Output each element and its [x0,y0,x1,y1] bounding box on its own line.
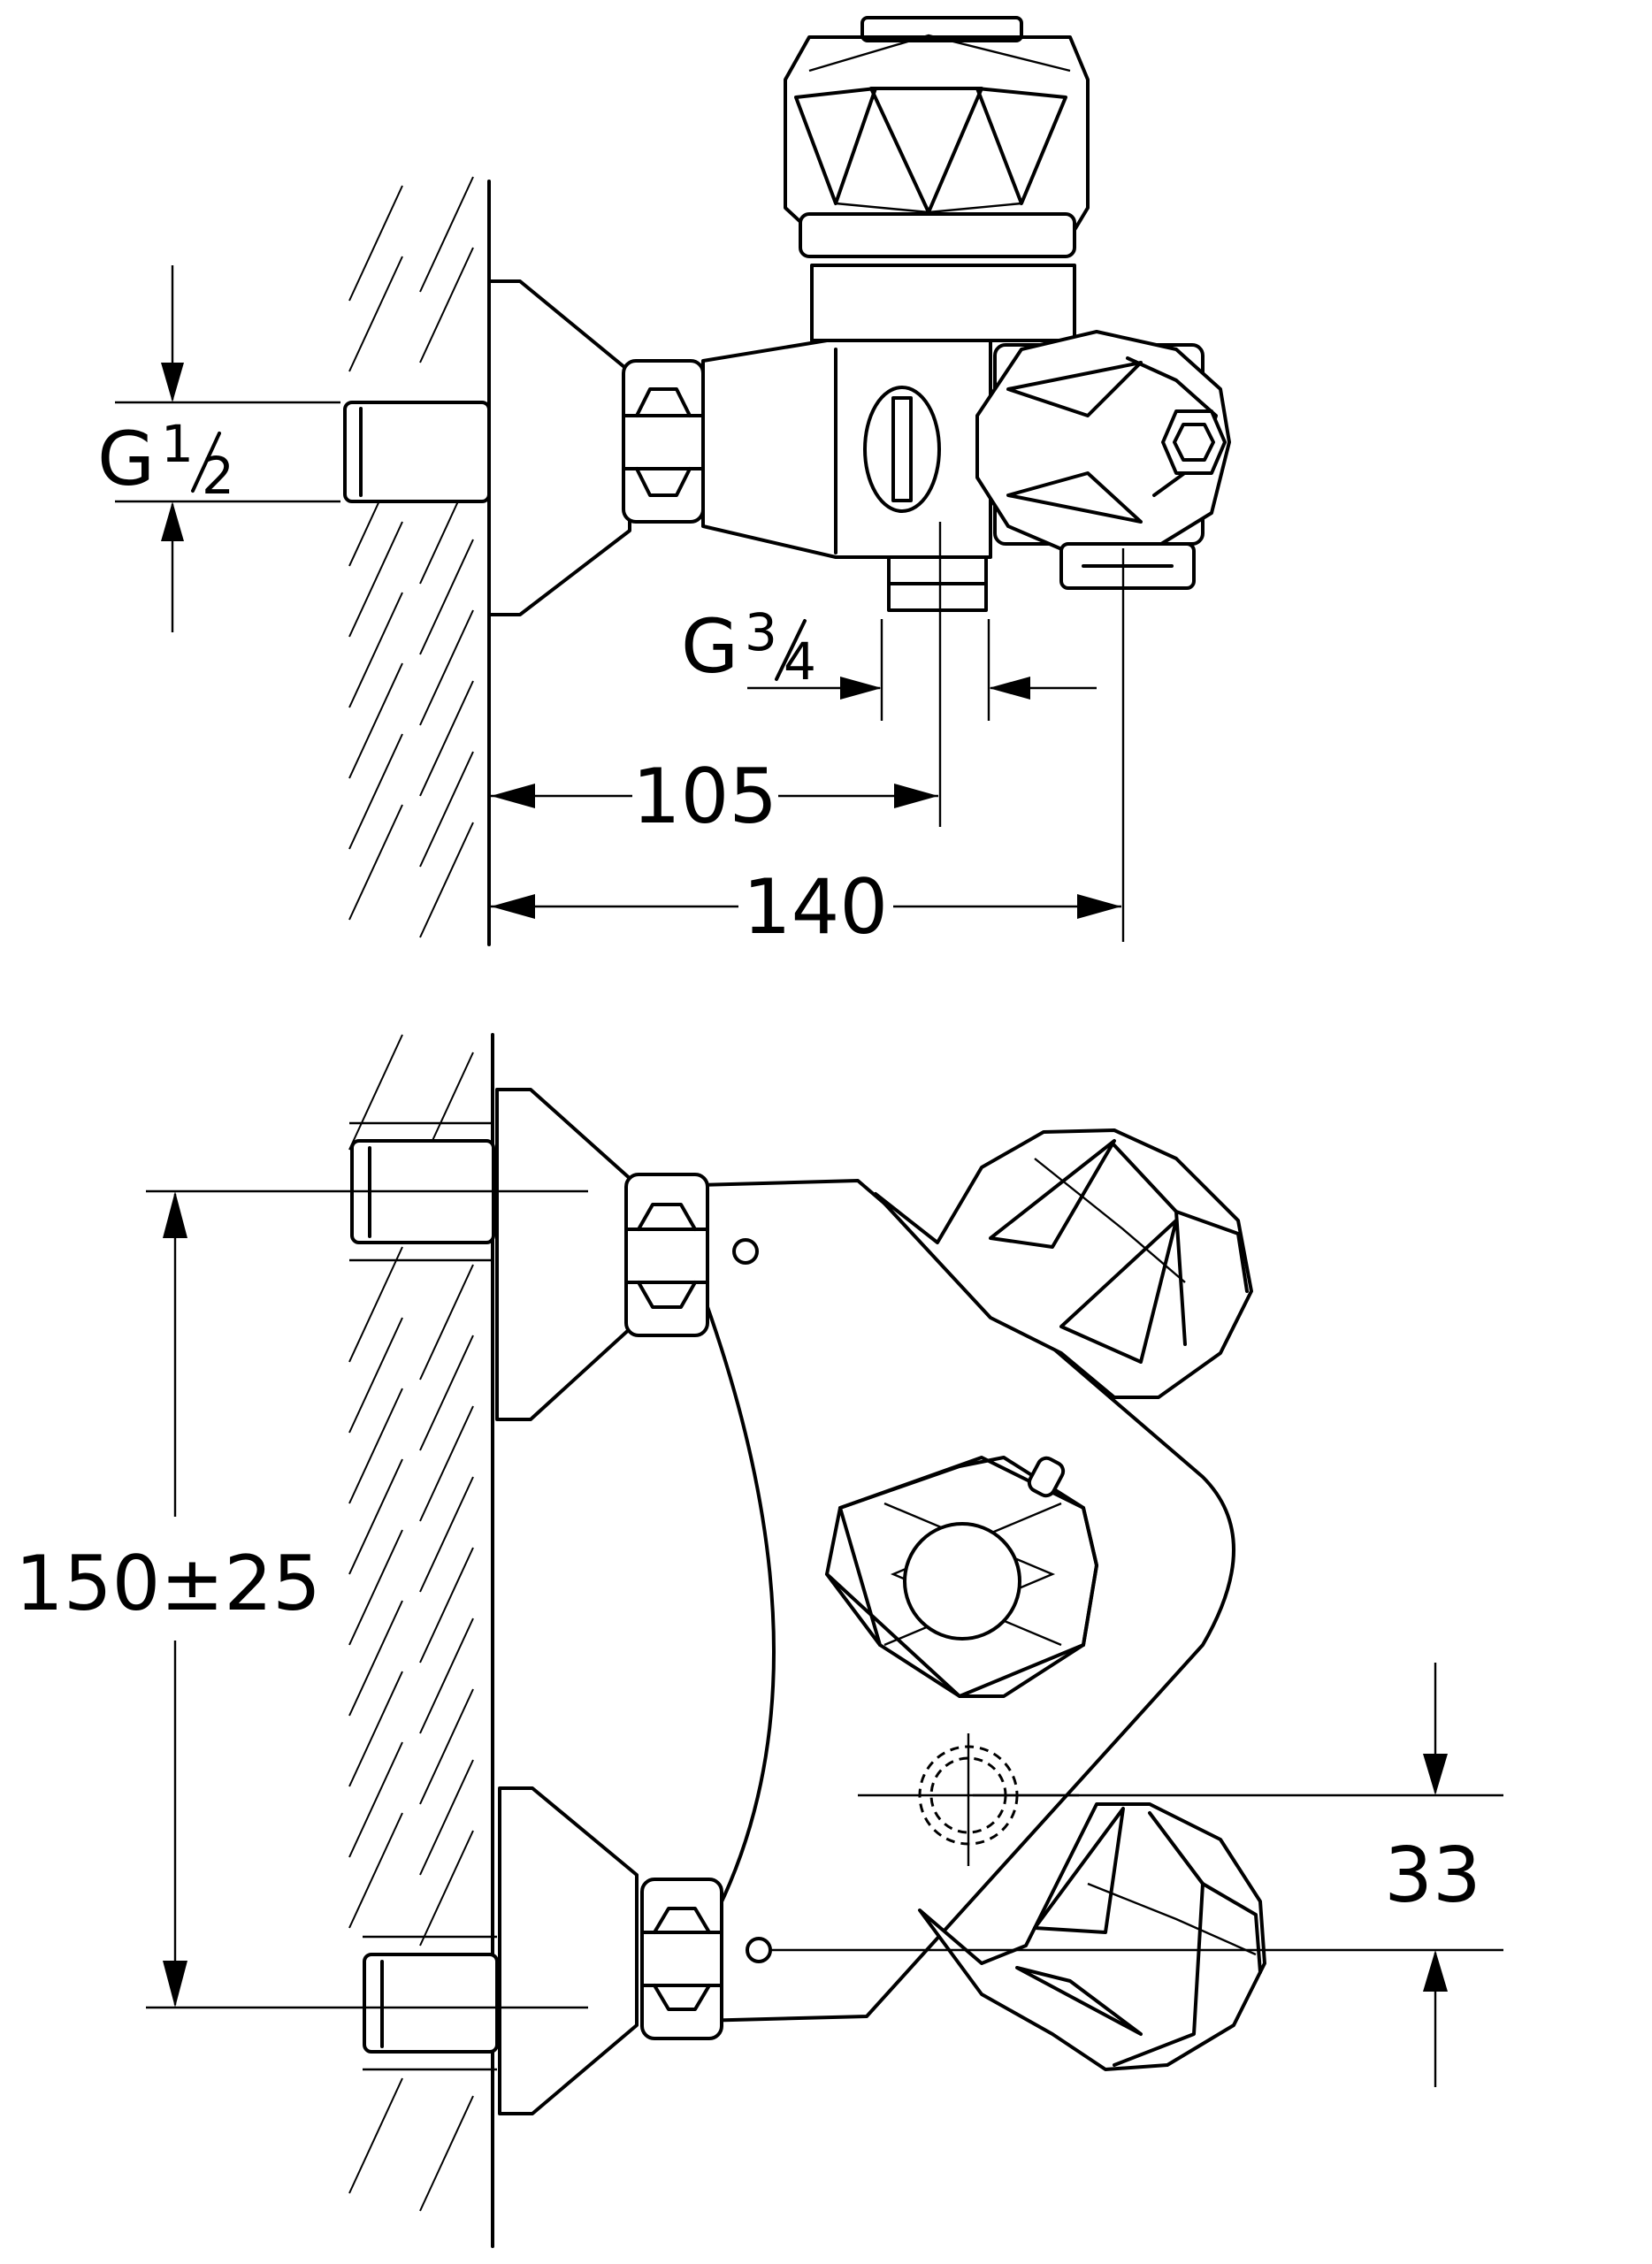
hot-handle [874,1128,1253,1399]
thread-label-inlet-den: 2 [202,446,234,506]
hex-nut-top [622,359,705,524]
wall-hatch-top [348,176,474,938]
outlet-fitting-side [887,542,1196,612]
thread-label-outlet: G [681,603,738,690]
top-handle [784,16,1090,258]
inlet-pipe-top [343,394,491,511]
temperature-knob [825,1456,1098,1698]
upper-hex-nut [624,1173,709,1337]
wall-hatch-front [348,1034,474,2212]
dim-140-label: 140 [743,863,888,952]
flow-screw [863,386,941,513]
dim-33: 33 [769,1663,1503,2087]
cold-handle [918,1802,1266,2071]
lower-hex-nut [640,1878,723,2040]
thread-dim-outlet: G 3 4 [681,602,1097,700]
upper-escutcheon [495,1088,634,1421]
thread-label-inlet-num: 1 [161,414,194,474]
thread-label-inlet: G [97,416,155,502]
thread-label-outlet-den: 4 [784,631,816,692]
mounting-hole-upper [732,1238,759,1265]
dim-140: 140 [491,863,1121,952]
lower-inlet-pipe [363,1935,499,2071]
thread-label-outlet-num: 3 [745,602,777,662]
handle-neck [810,264,1076,342]
thread-dim-inlet: G 1 2 [97,265,340,632]
side-handle [975,330,1231,555]
dim-105: 105 [491,753,938,841]
dim-105-label: 105 [632,753,777,841]
side-view: G 1 2 G 3 4 105 [97,16,1231,952]
lower-escutcheon [498,1786,639,2115]
dim-33-label: 33 [1384,1832,1480,1920]
dim-150: 150±25 [15,1189,588,2009]
dim-150-label: 150±25 [15,1540,321,1628]
escutcheon-top [487,279,631,616]
front-view: 150±25 33 [15,1033,1503,2248]
